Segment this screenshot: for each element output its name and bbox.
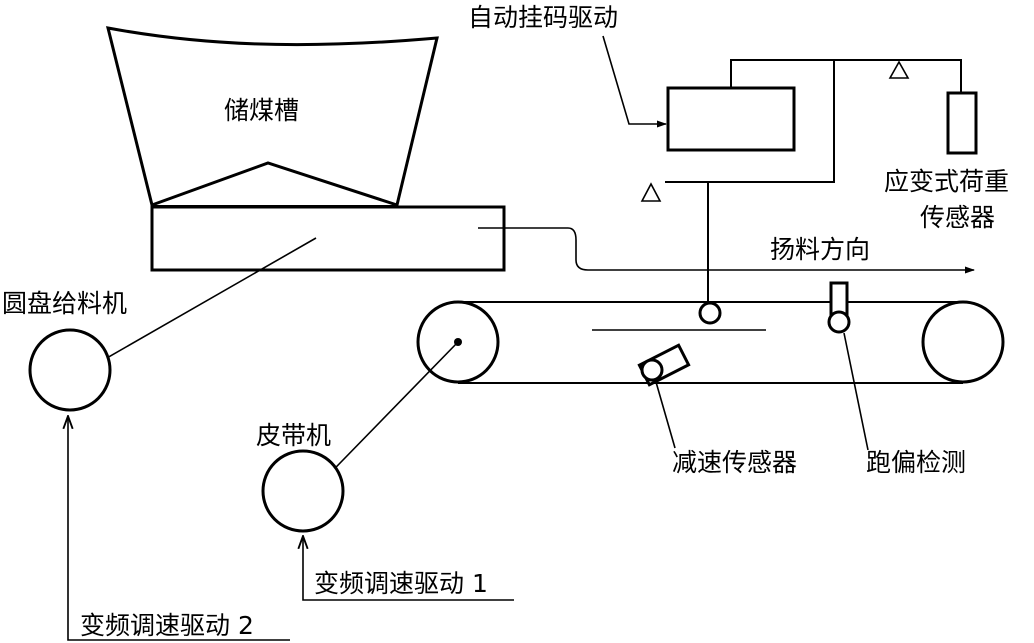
throw-direction-label: 扬料方向: [770, 235, 870, 264]
throw-direction-arrow: [478, 227, 975, 274]
deviation-detector: [827, 281, 851, 334]
vfd-drive-2-label: 变频调速驱动 2: [80, 611, 254, 640]
bunker-label: 储煤槽: [224, 96, 299, 125]
disc-feeder-body: [150, 205, 506, 272]
deviation-detect-label: 跑偏检测: [866, 448, 966, 477]
vfd-drive-1-label: 变频调速驱动 1: [314, 569, 488, 598]
coal-bunker: 储煤槽: [105, 26, 439, 207]
load-sensor-box: [946, 91, 978, 155]
disc-feeder-motor: [28, 328, 112, 412]
disc-feeder-label: 圆盘给料机: [2, 289, 127, 318]
speed-sensor: [637, 343, 691, 387]
belt-machine-motor: [261, 449, 345, 533]
auto-weight-drive-box: [666, 86, 796, 152]
auto-weight-drive-label: 自动挂码驱动: [468, 3, 618, 32]
speed-sensor-label: 减速传感器: [672, 448, 797, 477]
belt-machine-label: 皮带机: [256, 421, 331, 450]
load-sensor-label-2: 传感器: [920, 203, 995, 232]
weighing-idler: [698, 301, 722, 325]
load-sensor-label-1: 应变式荷重: [884, 167, 1009, 196]
